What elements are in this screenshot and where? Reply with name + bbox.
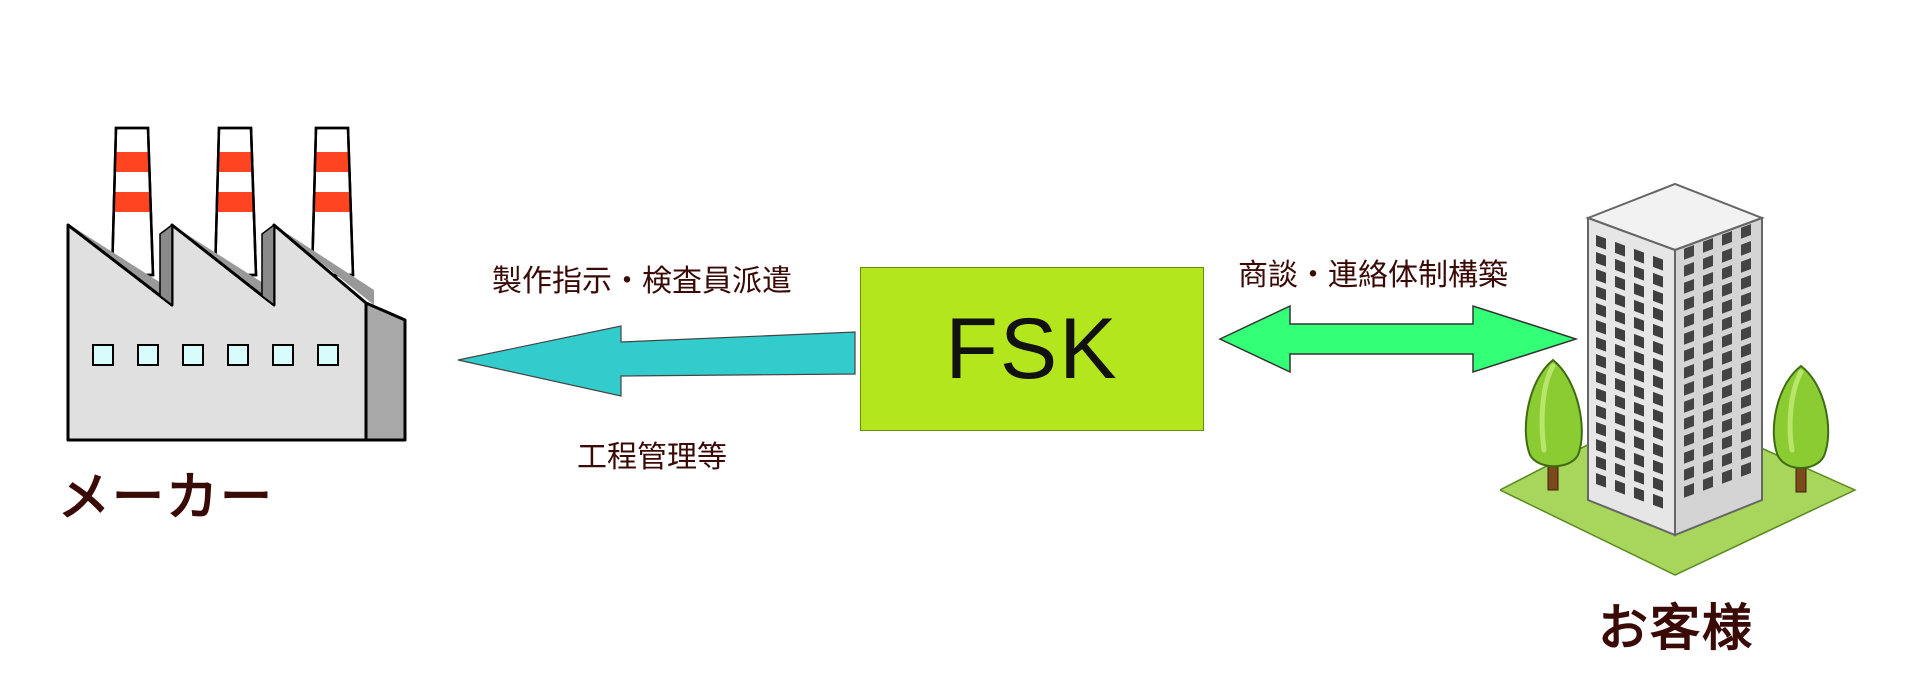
tower xyxy=(1585,182,1765,537)
customer-label: お客様 xyxy=(1598,599,1754,657)
factory-windows xyxy=(92,344,339,366)
office-building-icon xyxy=(1500,182,1857,576)
tree-icon xyxy=(1772,364,1830,493)
fsk-box: FSK xyxy=(860,267,1204,431)
left-arrow xyxy=(457,325,856,397)
building-windows-left xyxy=(1596,234,1663,509)
factory-icon xyxy=(66,126,407,442)
maker-label: メーカー xyxy=(58,468,275,528)
tree-icon xyxy=(1524,358,1583,491)
instruction-label: 製作指示・検査員派遣 xyxy=(492,264,792,299)
fsk-label: FSK xyxy=(945,300,1119,397)
building-windows-right xyxy=(1684,224,1751,498)
negotiation-label: 商談・連絡体制構築 xyxy=(1238,258,1508,293)
chimneys xyxy=(110,126,355,277)
double-arrow xyxy=(1218,304,1578,374)
process-management-label: 工程管理等 xyxy=(577,440,727,475)
